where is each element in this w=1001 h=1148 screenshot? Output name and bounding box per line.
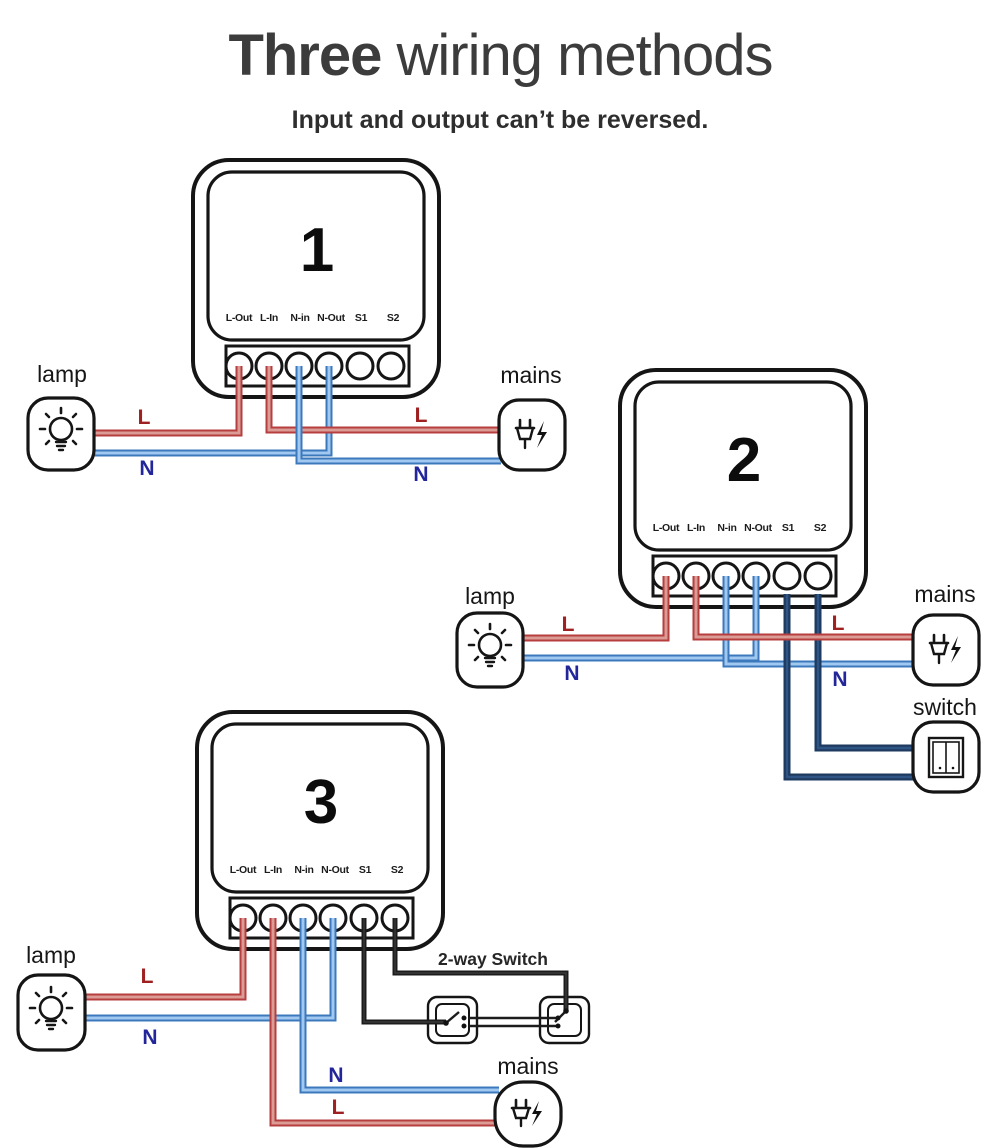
smart-switch-device-1 — [191, 158, 441, 399]
live-wire-label: L — [331, 1096, 345, 1119]
terminal-hole-s1 — [772, 561, 802, 591]
lamp-icon — [455, 611, 525, 689]
neutral-wire-label: N — [832, 668, 848, 691]
wires-diagram-3 — [86, 918, 569, 1127]
lamp-icon — [16, 973, 87, 1052]
mains-plug-icon — [493, 1080, 563, 1148]
device-inner-panel — [633, 380, 853, 552]
smart-switch-device-3 — [195, 710, 445, 951]
terminal-hole-s1 — [345, 351, 375, 381]
neutral-wire-label: N — [564, 662, 580, 685]
terminal-label-n-in: N-in — [294, 864, 314, 876]
wire-s1-switch — [785, 594, 915, 779]
terminal-hole-s2 — [376, 351, 406, 381]
live-wire-label: L — [561, 613, 575, 636]
switch-lever-left — [445, 1011, 460, 1024]
wire-mains-neutral — [297, 366, 501, 463]
device-number-1: 1 — [299, 216, 335, 285]
wire-mains-neutral — [301, 918, 499, 1092]
two-way-switch-left — [426, 995, 479, 1045]
neutral-wire-label: N — [142, 1026, 158, 1049]
terminal-label-s2: S2 — [390, 864, 404, 876]
wire-mains-live — [694, 576, 915, 639]
wire-mains-live — [271, 918, 499, 1125]
contact-dot — [461, 1015, 467, 1021]
terminal-label-s2: S2 — [386, 312, 400, 324]
page-title: Three wiring methods — [0, 22, 1001, 89]
lightning-bolt — [537, 421, 547, 448]
two-way-switch-contacts — [443, 1008, 569, 1029]
terminal-label-s2: S2 — [813, 522, 827, 534]
wire-s2-to-switch — [394, 918, 567, 1011]
live-wire-label: L — [414, 404, 428, 427]
terminal-label-l-in: L-In — [259, 312, 279, 324]
page-title-bold: Three — [228, 23, 382, 88]
terminal-label-s1: S1 — [358, 864, 372, 876]
mains-plug-icon — [497, 398, 567, 472]
terminal-label-l-out: L-Out — [652, 522, 680, 534]
wire-lamp-neutral — [92, 366, 331, 455]
terminal-label-n-in: N-in — [290, 312, 310, 324]
contact-dot — [563, 1008, 569, 1014]
wires-diagram-2 — [521, 576, 915, 781]
terminal-label-s1: S1 — [781, 522, 795, 534]
terminal-label-l-in: L-In — [686, 522, 706, 534]
neutral-wire-label: N — [139, 457, 155, 480]
live-wire-label: L — [137, 406, 151, 429]
wire-s2-switch — [816, 594, 915, 750]
live-wire-label: L — [831, 612, 845, 635]
lamp-label: lamp — [37, 361, 87, 387]
lightning-bolt — [951, 636, 961, 663]
wire-lamp-live — [521, 576, 668, 640]
terminal-label-n-out: N-Out — [317, 312, 345, 324]
neutral-wire-label: N — [328, 1064, 344, 1087]
wire-s1-to-switch — [363, 918, 446, 1023]
terminal-label-n-out: N-Out — [321, 864, 349, 876]
lamp-icon — [26, 396, 96, 472]
terminal-label-s1: S1 — [354, 312, 368, 324]
wires-diagram-1 — [92, 366, 501, 465]
wall-switch-icon — [911, 720, 981, 794]
device-number-2: 2 — [726, 426, 762, 495]
mains-label: mains — [497, 1053, 559, 1079]
wire-lamp-live — [86, 918, 245, 999]
page-subtitle: Input and output can’t be reversed. — [291, 106, 709, 134]
wire-mains-neutral — [724, 576, 915, 666]
wire-lamp-neutral — [86, 918, 335, 1020]
contact-dot — [443, 1020, 449, 1026]
terminal-label-n-in: N-in — [717, 522, 737, 534]
mains-plug-icon — [911, 613, 981, 687]
mains-label: mains — [500, 362, 562, 388]
neutral-wire-label: N — [413, 463, 429, 486]
terminal-hole-s2 — [803, 561, 833, 591]
terminal-label-l-out: L-Out — [229, 864, 257, 876]
switch-label: switch — [913, 694, 977, 720]
contact-dot — [555, 1015, 561, 1021]
wire-lamp-live — [92, 366, 241, 435]
lamp-label: lamp — [26, 942, 76, 968]
two-way-switch-label: 2-way Switch — [438, 949, 548, 969]
mains-label: mains — [914, 581, 976, 607]
terminal-label-l-out: L-Out — [225, 312, 253, 324]
contact-dot — [461, 1023, 467, 1029]
wire-mains-live — [267, 366, 501, 432]
lamp-label: lamp — [465, 583, 515, 609]
device-inner-panel — [210, 722, 430, 894]
device-number-3: 3 — [303, 768, 339, 837]
contact-dot — [555, 1023, 561, 1029]
terminal-label-n-out: N-Out — [744, 522, 772, 534]
device-inner-panel — [206, 170, 426, 342]
page-title-rest: wiring methods — [381, 23, 774, 88]
terminal-label-l-in: L-In — [263, 864, 283, 876]
lightning-bolt — [532, 1101, 542, 1126]
wire-lamp-neutral — [521, 576, 758, 660]
live-wire-label: L — [140, 965, 154, 988]
